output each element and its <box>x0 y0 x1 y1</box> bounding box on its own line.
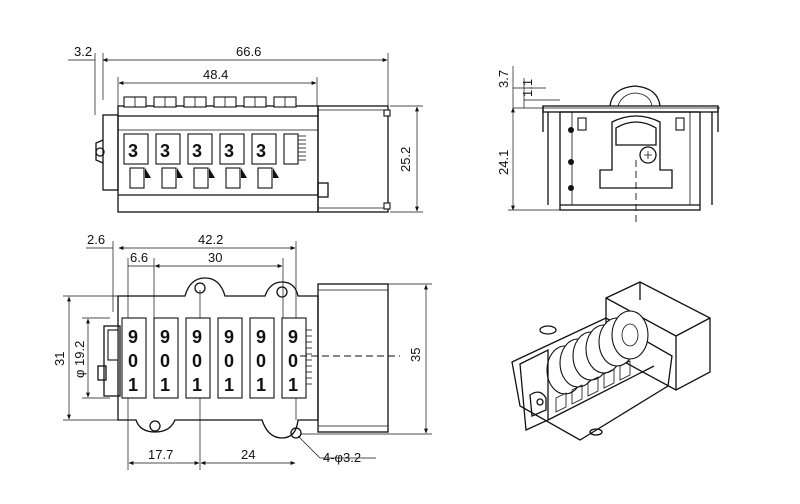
dim-label-first-wheel: 6.6 <box>130 250 148 265</box>
side-view: 3.7 1.1 24.1 <box>496 66 720 225</box>
wheel-1-digit-top: 9 <box>128 327 138 347</box>
dim-label-holes: 4-φ3.2 <box>323 450 361 465</box>
wheel-4-digit-top: 9 <box>224 327 234 347</box>
front-digit-1: 3 <box>128 141 138 161</box>
pawls-front <box>129 167 279 189</box>
motor-housing-front <box>317 105 389 213</box>
front-digit-2: 3 <box>160 141 170 161</box>
mount-hole-2 <box>276 286 288 298</box>
wheel-5-digit-top: 9 <box>256 327 266 347</box>
side-bracket-front <box>102 114 119 191</box>
iso-wheel-stack <box>546 310 649 395</box>
dim-label-counter: 48.4 <box>203 67 228 82</box>
wheel-3-digit-top: 9 <box>192 327 202 347</box>
dim-label-overall: 66.6 <box>236 44 261 59</box>
wheel-6-digit-top: 9 <box>288 327 298 347</box>
dim-label-depth: 31 <box>52 352 67 366</box>
gear-teeth-front <box>298 135 306 161</box>
front-digit-4: 3 <box>224 141 234 161</box>
dim-label-wheel-diameter: φ 19.2 <box>72 341 87 378</box>
wheel-3-digit-mid: 0 <box>192 351 202 371</box>
dim-label-top-b: 1.1 <box>520 79 535 97</box>
wheel-3-digit-bot: 1 <box>192 375 202 395</box>
top-view: 2.6 42.2 6.6 30 31 φ 19.2 35 17.7 24 <box>52 232 432 470</box>
pawl-bracket-side <box>599 115 673 189</box>
wheel-1-digit-mid: 0 <box>128 351 138 371</box>
front-digit-3: 3 <box>192 141 202 161</box>
mount-hole-4 <box>290 427 302 439</box>
dim-label-height: 25.2 <box>398 147 413 172</box>
iso-side-bracket <box>519 348 549 431</box>
wheel-6-digit-mid: 0 <box>288 351 298 371</box>
wheel-1-digit-bot: 1 <box>128 375 138 395</box>
wheel-4-digit-mid: 0 <box>224 351 234 371</box>
motor-housing-top <box>317 283 389 433</box>
wheel-digits-top: 9 0 1 9 0 1 9 0 1 9 0 1 9 0 1 9 0 1 <box>128 327 298 395</box>
wheel-2-digit-bot: 1 <box>160 375 170 395</box>
iso-base-plate <box>511 317 673 441</box>
front-digits: 3 3 3 3 3 <box>128 141 266 161</box>
front-digit-5: 3 <box>256 141 266 161</box>
dim-label-hole-a: 17.7 <box>148 447 173 462</box>
dim-label-wheel-span: 30 <box>208 250 222 265</box>
wheel-top-side <box>609 85 661 107</box>
front-view: 3.2 66.6 48.4 25.2 <box>68 44 423 213</box>
pivot-side <box>639 146 657 164</box>
dim-label-hole-b: 24 <box>241 447 255 462</box>
mount-hole-1 <box>194 282 206 294</box>
dim-label-left-offset: 2.6 <box>87 232 105 247</box>
wheel-4-digit-bot: 1 <box>224 375 234 395</box>
wheel-clips-front <box>123 96 297 108</box>
digit-windows-front <box>123 133 299 165</box>
gear-teeth-top <box>306 329 312 385</box>
dim-label-offset: 3.2 <box>74 44 92 59</box>
dim-label-top-height: 35 <box>408 348 423 362</box>
counter-wheels-top <box>121 317 307 399</box>
dim-label-span: 42.2 <box>198 232 223 247</box>
mount-hole-3 <box>149 420 161 432</box>
wheel-2-digit-mid: 0 <box>160 351 170 371</box>
iso-pawls <box>555 360 631 413</box>
side-frame <box>559 111 701 211</box>
side-bracket-top <box>103 325 121 397</box>
wheel-5-digit-mid: 0 <box>256 351 266 371</box>
dim-label-top-a: 3.7 <box>496 70 511 88</box>
dim-label-side-height: 24.1 <box>496 150 511 175</box>
wheel-2-digit-top: 9 <box>160 327 170 347</box>
shaft-front <box>317 182 329 198</box>
wheel-6-digit-bot: 1 <box>288 375 298 395</box>
wheel-5-digit-bot: 1 <box>256 375 266 395</box>
isometric-view <box>511 281 711 441</box>
